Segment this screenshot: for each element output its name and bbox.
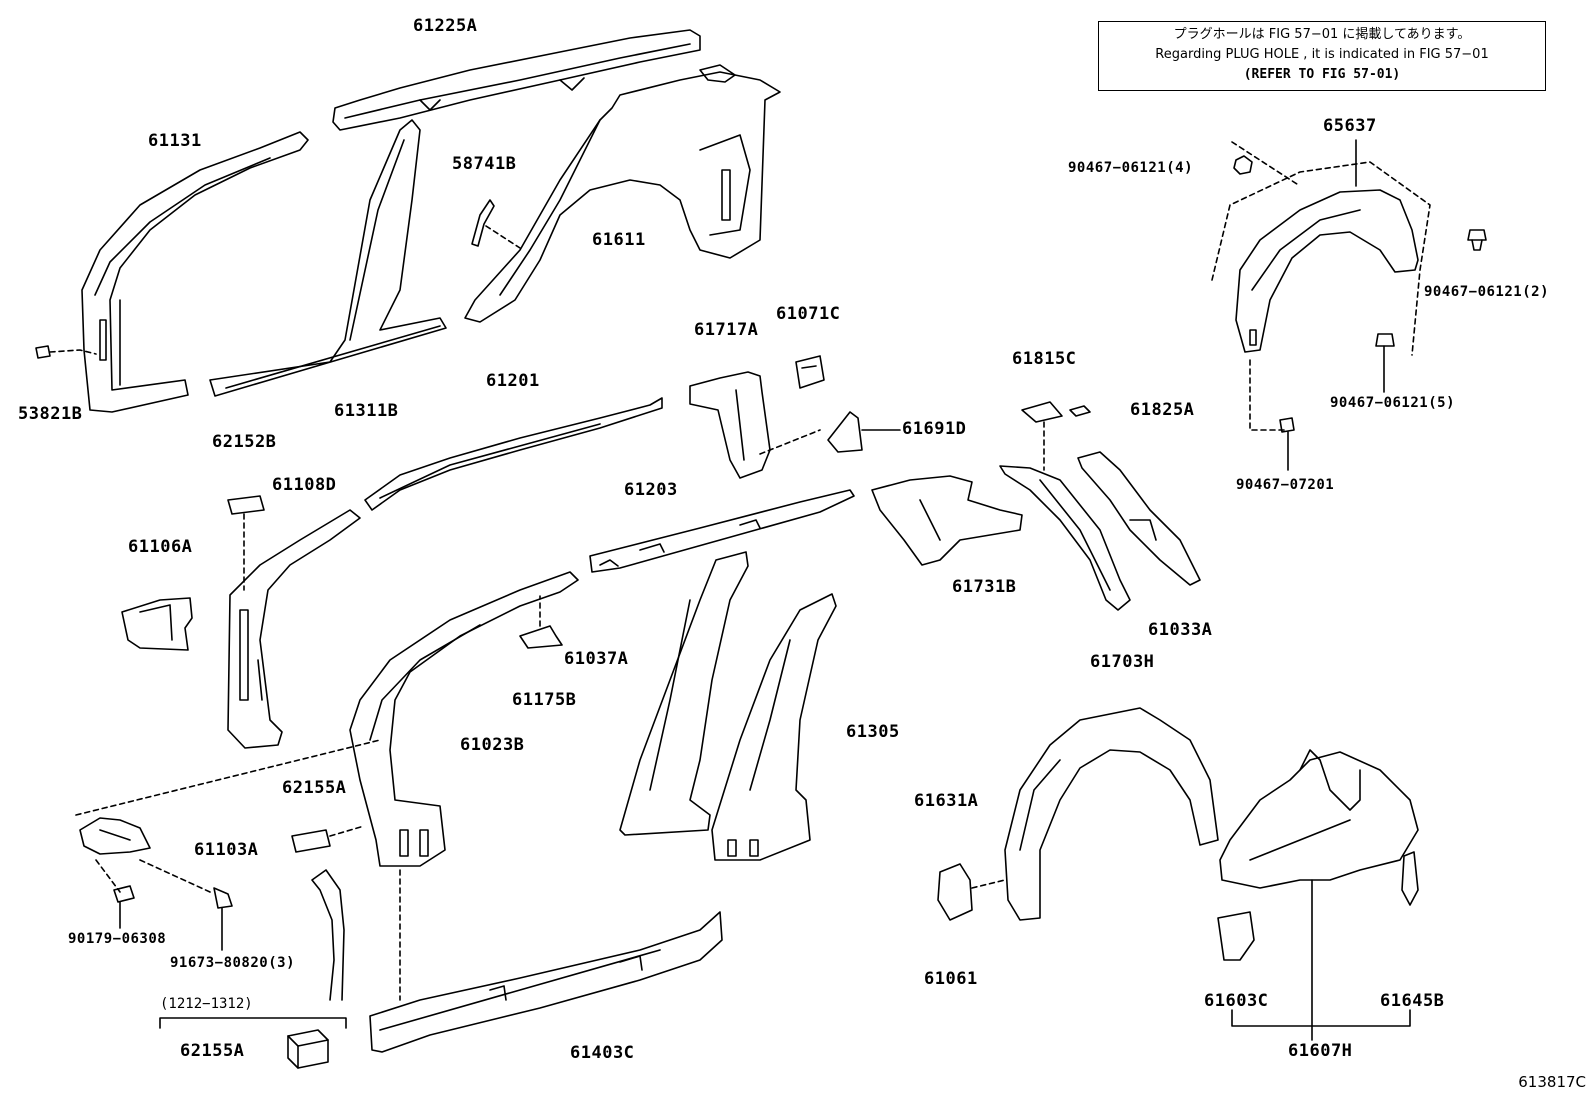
- part-clip-90467-06121-4: [1233, 155, 1253, 175]
- part-58741B-seal: [471, 199, 521, 249]
- part-clip-90467-06121-2: [1467, 229, 1487, 251]
- figure-number: 613817C: [1518, 1073, 1586, 1091]
- callout-62155A-upper[interactable]: 62155A: [282, 778, 347, 798]
- part-61037A-pillar-reinf: [619, 551, 749, 836]
- part-61225A-roof-rail: [332, 29, 701, 131]
- callout-61403C[interactable]: 61403C: [570, 1043, 635, 1063]
- callout-61645B[interactable]: 61645B: [1380, 991, 1445, 1011]
- part-53821B-clip: [35, 345, 97, 359]
- callout-58741B[interactable]: 58741B: [452, 154, 517, 174]
- part-61607H-wheelhouse-inner: [1219, 749, 1419, 889]
- callout-61691D[interactable]: 61691D: [902, 419, 967, 439]
- callout-61103A[interactable]: 61103A: [194, 840, 259, 860]
- callout-61731B[interactable]: 61731B: [952, 577, 1017, 597]
- callout-61717A[interactable]: 61717A: [694, 320, 759, 340]
- part-61106A-bracket: [121, 597, 193, 651]
- callout-61815C[interactable]: 61815C: [1012, 349, 1077, 369]
- part-61033A-extension: [1077, 451, 1201, 586]
- callout-61201[interactable]: 61201: [486, 371, 540, 391]
- bracket-61603C-61645B: [1231, 1009, 1411, 1027]
- callout-90467-06121-5[interactable]: 90467−06121(5): [1330, 395, 1456, 411]
- callout-91673-80820[interactable]: 91673−80820(3): [170, 955, 296, 971]
- part-61131-front-pillar: [81, 131, 309, 413]
- callout-61131[interactable]: 61131: [148, 131, 202, 151]
- callout-61033A[interactable]: 61033A: [1148, 620, 1213, 640]
- production-date-range: (1212−1312): [160, 996, 253, 1012]
- part-61631A-wheelhouse-outer: [1004, 707, 1219, 921]
- part-62152B-pad: [227, 495, 265, 591]
- callout-90467-06121-4[interactable]: 90467−06121(4): [1068, 160, 1194, 176]
- part-61717A-rear-pillar-reinf: [689, 371, 821, 479]
- part-61061-bracket: [937, 863, 1006, 921]
- part-62155A-block-a: [291, 825, 365, 853]
- part-91673-80820-bolt: [213, 887, 233, 951]
- note-line-english: Regarding PLUG HOLE , it is indicated in…: [1155, 47, 1489, 62]
- callout-61311B[interactable]: 61311B: [334, 401, 399, 421]
- callout-61023B[interactable]: 61023B: [460, 735, 525, 755]
- callout-62152B[interactable]: 62152B: [212, 432, 277, 452]
- part-61311B-center-pillar-rocker: [209, 119, 447, 397]
- callout-61108D[interactable]: 61108D: [272, 475, 337, 495]
- part-61108D-pillar-inner: [227, 509, 361, 749]
- part-61305-center-pillar: [711, 593, 837, 861]
- part-61703H-extension: [999, 465, 1131, 611]
- part-90179-06308-nut: [113, 885, 135, 929]
- part-61815C-patch: [1021, 401, 1063, 471]
- part-62155A-block-b: [159, 1017, 347, 1069]
- part-61203-rail: [589, 489, 855, 573]
- part-61175B-bracket: [519, 595, 563, 649]
- callout-90467-07201[interactable]: 90467−07201: [1236, 477, 1335, 493]
- part-65637-fender-liner: [1211, 139, 1431, 431]
- part-61023B-pillar-lower: [349, 571, 579, 1001]
- callout-65637[interactable]: 65637: [1323, 116, 1377, 136]
- callout-61225A[interactable]: 61225A: [413, 16, 478, 36]
- part-clip-90467-07201: [1279, 417, 1295, 471]
- callout-61631A[interactable]: 61631A: [914, 791, 979, 811]
- callout-61607H[interactable]: 61607H: [1288, 1041, 1353, 1061]
- callout-90467-06121-2[interactable]: 90467−06121(2): [1424, 284, 1550, 300]
- part-61103A-bracket: [75, 739, 381, 893]
- part-61071C-bracket: [795, 355, 825, 389]
- callout-90179-06308[interactable]: 90179−06308: [68, 931, 167, 947]
- part-61825A-patch: [1069, 405, 1091, 417]
- insertion-arrow: [311, 869, 345, 1001]
- part-61645B-brace: [1401, 851, 1419, 906]
- callout-61305[interactable]: 61305: [846, 722, 900, 742]
- callout-61203[interactable]: 61203: [624, 480, 678, 500]
- callout-61603C[interactable]: 61603C: [1204, 991, 1269, 1011]
- callout-61825A[interactable]: 61825A: [1130, 400, 1195, 420]
- callout-53821B[interactable]: 53821B: [18, 404, 83, 424]
- part-61611-quarter-panel: [464, 64, 781, 323]
- callout-61175B[interactable]: 61175B: [512, 690, 577, 710]
- callout-61106A[interactable]: 61106A: [128, 537, 193, 557]
- plug-hole-note: プラグホールは FIG 57−01 に掲載してあります。 Regarding P…: [1098, 21, 1546, 91]
- note-reference-link[interactable]: (REFER TO FIG 57-01): [1243, 67, 1401, 82]
- part-61691D-gusset: [827, 411, 901, 453]
- part-61403C-rocker: [369, 911, 723, 1053]
- callout-61037A[interactable]: 61037A: [564, 649, 629, 669]
- callout-61061[interactable]: 61061: [924, 969, 978, 989]
- callout-61611[interactable]: 61611: [592, 230, 646, 250]
- callout-61703H[interactable]: 61703H: [1090, 652, 1155, 672]
- part-clip-90467-06121-5: [1375, 333, 1395, 393]
- part-61201-roof-inner-rail: [364, 397, 663, 511]
- part-61731B-brace: [871, 475, 1023, 566]
- callout-62155A-lower[interactable]: 62155A: [180, 1041, 245, 1061]
- note-line-japanese: プラグホールは FIG 57−01 に掲載してあります。: [1173, 27, 1471, 42]
- part-61603C-brace: [1217, 911, 1255, 961]
- callout-61071C[interactable]: 61071C: [776, 304, 841, 324]
